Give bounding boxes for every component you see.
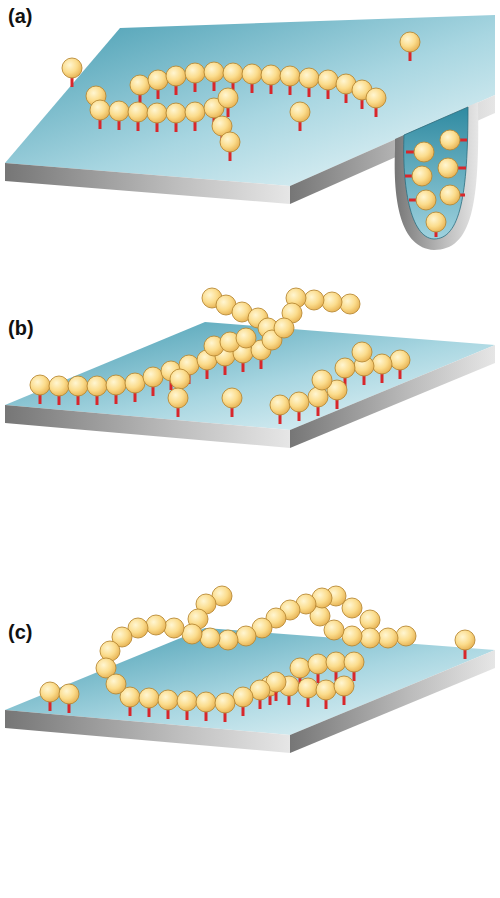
anchored-bead: [87, 376, 107, 405]
anchored-bead: [196, 692, 216, 721]
panel-a: [5, 15, 495, 250]
anchored-bead: [62, 58, 82, 87]
anchored-bead: [177, 691, 197, 720]
anchored-bead: [40, 682, 60, 711]
membrane-side: [290, 650, 495, 753]
anchored-bead: [168, 388, 188, 417]
panel-label: (a): [8, 4, 32, 28]
anchored-bead: [158, 690, 178, 719]
anchored-bead: [372, 354, 392, 383]
anchored-bead: [242, 64, 262, 93]
anchored-bead: [366, 88, 386, 117]
protein-bead: [312, 370, 332, 390]
protein-bead: [236, 328, 256, 348]
anchored-bead: [90, 100, 110, 129]
protein-bead: [342, 626, 362, 646]
protein-bead: [360, 610, 380, 630]
protein-bead: [218, 630, 238, 650]
protein-bead: [440, 185, 460, 205]
anchored-bead: [316, 680, 336, 709]
protein-bead: [322, 292, 342, 312]
protein-bead: [438, 158, 458, 178]
anchored-bead: [147, 103, 167, 132]
anchored-bead: [299, 68, 319, 97]
anchored-bead: [390, 350, 410, 379]
anchored-bead: [125, 373, 145, 402]
anchored-bead: [270, 395, 290, 424]
anchored-bead: [289, 392, 309, 421]
anchored-bead: [280, 66, 300, 95]
anchored-bead: [334, 676, 354, 705]
anchored-bead: [139, 688, 159, 717]
anchored-bead: [298, 678, 318, 707]
panel-label: (b): [8, 316, 34, 340]
anchored-bead: [130, 75, 150, 104]
protein-bead: [182, 624, 202, 644]
panel-c: [5, 586, 495, 753]
anchored-bead: [106, 375, 126, 404]
anchored-bead: [308, 387, 328, 416]
anchored-bead: [233, 687, 253, 716]
anchored-bead: [68, 376, 88, 405]
anchored-bead: [455, 630, 475, 659]
anchored-bead: [318, 70, 338, 99]
membrane-side: [5, 163, 290, 204]
anchored-bead: [222, 388, 242, 417]
anchored-bead: [185, 63, 205, 92]
protein-bead: [274, 318, 294, 338]
protein-bead: [416, 190, 436, 210]
anchored-bead: [223, 63, 243, 92]
protein-bead: [146, 615, 166, 635]
membrane-side: [5, 405, 290, 448]
anchored-bead: [261, 65, 281, 94]
protein-bead: [396, 626, 416, 646]
anchored-bead: [59, 684, 79, 713]
anchored-bead: [204, 62, 224, 91]
anchored-bead: [109, 101, 129, 130]
protein-bead: [200, 628, 220, 648]
protein-bead: [440, 130, 460, 150]
protein-bead: [106, 674, 126, 694]
membrane-invagination: [395, 102, 479, 250]
protein-bead: [412, 166, 432, 186]
protein-bead: [378, 628, 398, 648]
anchored-bead: [166, 103, 186, 132]
panel-b: [5, 288, 495, 448]
protein-bead: [164, 618, 184, 638]
protein-bead: [340, 294, 360, 314]
protein-bead: [360, 628, 380, 648]
anchored-bead: [128, 102, 148, 131]
anchored-bead: [166, 66, 186, 95]
anchored-bead: [215, 693, 235, 722]
protein-bead: [352, 342, 372, 362]
protein-bead: [342, 598, 362, 618]
anchored-bead: [220, 132, 240, 161]
invagination-lumen: [404, 107, 468, 239]
membrane-side: [290, 345, 495, 448]
protein-bead: [304, 290, 324, 310]
protein-bead: [414, 142, 434, 162]
membrane-top: [5, 15, 495, 186]
anchored-bead: [185, 102, 205, 131]
anchored-bead: [49, 376, 69, 405]
anchored-bead: [30, 375, 50, 404]
pocket-anchors: [405, 140, 467, 237]
panel-label: (c): [8, 620, 32, 644]
anchored-bead: [290, 102, 310, 131]
anchored-bead: [400, 32, 420, 61]
anchored-bead: [218, 88, 238, 117]
protein-bead: [170, 369, 190, 389]
anchored-bead: [148, 70, 168, 99]
anchored-bead: [143, 367, 163, 396]
protein-bead: [426, 212, 446, 232]
protein-bead: [236, 626, 256, 646]
